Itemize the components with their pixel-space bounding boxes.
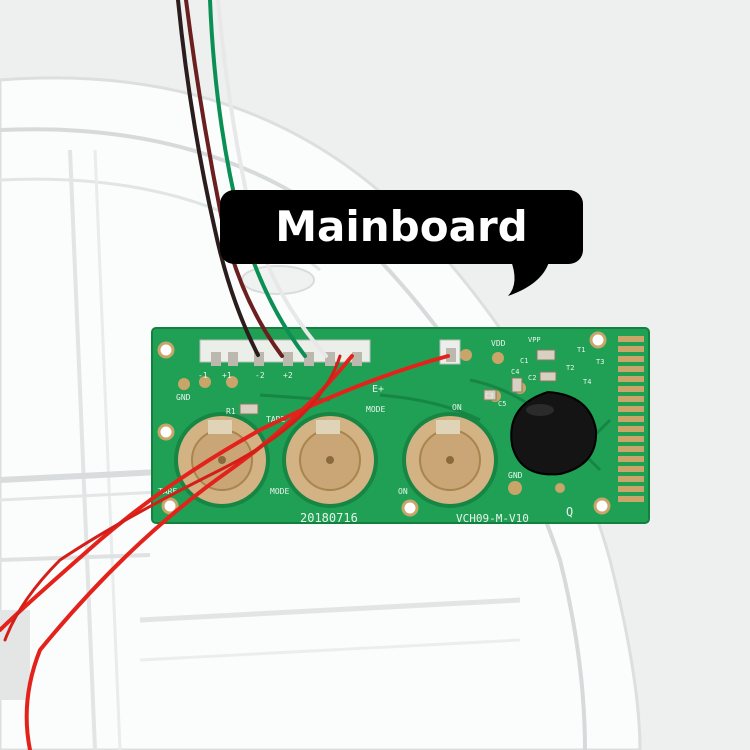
chip-on-board-blob [510,390,598,476]
label-on: ON [452,403,462,412]
label-minus1: -1 [198,371,208,380]
label-r1: R1 [226,407,236,416]
label-t2: T2 [566,364,574,372]
label-c2: C2 [528,374,536,382]
label-on-left: ON [398,487,408,496]
label-tare: TARE [266,415,285,424]
silkscreen-labels: GND -1 +1 -2 +2 E+ TARE MODE ON VDD VPP … [158,336,604,525]
mainboard-pcb: GND -1 +1 -2 +2 E+ TARE MODE ON VDD VPP … [151,327,650,525]
label-plus2: +2 [283,371,293,380]
label-eplus: E+ [372,384,384,395]
callout-tail [508,258,550,296]
label-vdd: VDD [491,339,506,348]
wire-red-1 [24,354,354,750]
label-c1: C1 [520,357,528,365]
date-code: 20180716 [300,511,358,525]
wire-red-3 [3,354,342,642]
label-mode-left: MODE [270,487,289,496]
on-button-pad [402,412,498,508]
mode-button-pad [282,412,378,508]
label-t4: T4 [583,378,591,386]
label-gnd-right: GND [508,471,523,480]
tare-button-pad [174,412,270,508]
label-gnd: GND [176,393,191,402]
mounting-holes [157,331,611,517]
wire-black [176,0,260,357]
label-mode: MODE [366,405,385,414]
label-minus2: -2 [255,371,265,380]
edge-connector [618,336,644,502]
label-plus1: +1 [222,371,232,380]
label-t3: T3 [596,358,604,366]
model-code: VCH09-M-V10 [456,512,529,525]
solder-pads [178,349,565,495]
label-vpp: VPP [528,336,541,344]
smd-components [239,349,557,415]
label-t1: T1 [577,346,585,354]
label-tare-left: TARE [158,487,177,496]
label-c5: C5 [498,400,506,408]
label-q: Q [566,505,573,519]
label-c3: C3 [485,392,493,400]
wire-red-2 [0,354,450,632]
label-c4: C4 [511,368,519,376]
mainboard-callout: Mainboard [220,190,583,264]
callout-label: Mainboard [275,202,528,251]
